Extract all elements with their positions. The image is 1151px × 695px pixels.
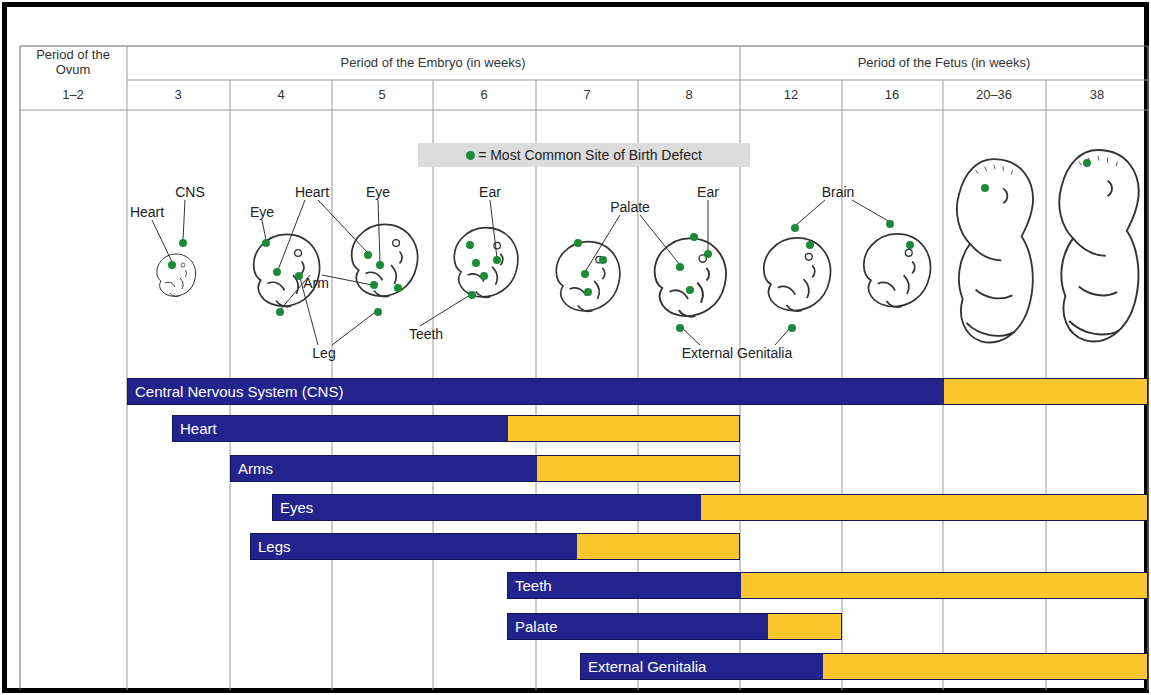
column-heading: Period of the Fetus (in weeks) <box>858 56 1031 71</box>
organ-label: Heart <box>295 184 329 200</box>
organ-label: Arm <box>303 275 329 291</box>
legend-text: = Most Common Site of Birth Defect <box>478 147 702 163</box>
bar-label: Eyes <box>273 495 313 520</box>
critical-period-bar: Teeth <box>507 572 1148 599</box>
organ-label: Leg <box>312 345 335 361</box>
organ-label: CNS <box>175 184 205 200</box>
column-heading: 5 <box>378 88 385 103</box>
critical-period-bar: Arms <box>230 455 740 482</box>
critical-period-bar: Eyes <box>272 494 1148 521</box>
bar-label: Palate <box>508 614 558 639</box>
bar-label: External Genitalia <box>581 654 706 679</box>
column-heading: 7 <box>583 88 590 103</box>
column-heading: 38 <box>1090 88 1104 103</box>
organ-label: External Genitalia <box>682 345 793 361</box>
bar-label: Central Nervous System (CNS) <box>128 379 343 404</box>
organ-label: Brain <box>822 184 855 200</box>
column-heading: Period of the Embryo (in weeks) <box>341 56 526 71</box>
column-heading: 16 <box>885 88 899 103</box>
column-heading: 8 <box>685 88 692 103</box>
critical-period-bar: Central Nervous System (CNS) <box>127 378 1148 405</box>
organ-label: Ear <box>479 184 501 200</box>
critical-period-bar: Legs <box>250 533 740 560</box>
column-heading: 12 <box>784 88 798 103</box>
organ-label: Teeth <box>409 326 443 342</box>
organ-label: Palate <box>610 199 650 215</box>
column-heading: 3 <box>174 88 181 103</box>
critical-period-bar: Heart <box>172 415 740 442</box>
organ-label: Heart <box>130 204 164 220</box>
legend-box: = Most Common Site of Birth Defect <box>418 143 750 167</box>
column-heading: 4 <box>277 88 284 103</box>
bar-label: Teeth <box>508 573 552 598</box>
column-heading: 6 <box>480 88 487 103</box>
organ-label: Eye <box>250 204 274 220</box>
bar-label: Arms <box>231 456 273 481</box>
legend-swatch <box>466 151 475 160</box>
critical-period-bar: External Genitalia <box>580 653 1148 680</box>
organ-label: Eye <box>366 184 390 200</box>
column-heading: Period of the Ovum <box>23 48 123 78</box>
critical-period-bar: Palate <box>507 613 842 640</box>
organ-label: Ear <box>697 184 719 200</box>
bar-label: Heart <box>173 416 217 441</box>
column-heading: 20–36 <box>976 88 1012 103</box>
column-heading: 1–2 <box>62 88 84 103</box>
bar-label: Legs <box>251 534 291 559</box>
